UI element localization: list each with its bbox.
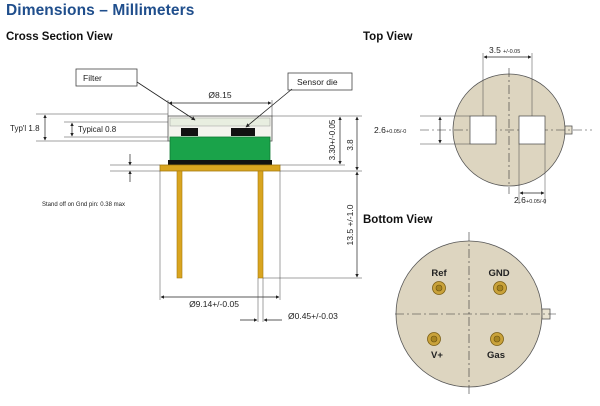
pin-label-ref: Ref (431, 268, 447, 279)
sensor-die-leader (245, 88, 293, 128)
window-spacing-label: 3.5 (489, 45, 501, 55)
typical-gap-label: Typical 0.8 (78, 125, 117, 134)
header-base (168, 160, 272, 166)
standoff-label: Stand off on Gnd pin: 0.38 max (42, 202, 125, 208)
top-view-heading: Top View (363, 31, 413, 43)
pin-label-gnd: GND (488, 268, 509, 279)
filter-label: Filter (83, 73, 102, 83)
pin-pad-gas (490, 332, 504, 346)
page-title: Dimensions – Millimeters (6, 2, 195, 19)
total-height-label: 3.8 (346, 139, 355, 151)
pin-label-vplus: V+ (431, 350, 443, 361)
pin-right (257, 170, 264, 279)
bottom-view: Ref GND V+ Gas (395, 232, 556, 396)
top-view-window-left (469, 115, 497, 145)
top-view-window-right (518, 115, 546, 145)
pin-pad-vplus (427, 332, 441, 346)
sensor-die-callout-box (287, 72, 353, 91)
top-view: 3.5 +/-0.05 2.6 +0.05/-0 2.6 +0.05/-0 (374, 45, 592, 205)
pin-pad-gnd (493, 281, 507, 295)
window-size-right-label: 2.6 (514, 195, 526, 205)
window-size-left-label: 2.6 (374, 125, 386, 135)
window-size-left-tol: +0.05/-0 (386, 129, 406, 135)
window-spacing-tol: +/-0.05 (503, 49, 520, 55)
cap-diameter-label: Ø8.15 (208, 90, 231, 100)
pin-pad-ref (432, 281, 446, 295)
sensor-die-left (181, 128, 198, 136)
cross-section-heading: Cross Section View (6, 31, 113, 43)
window-size-right-tol: +0.05/-0 (526, 199, 546, 205)
pin-diameter-label: Ø0.45+/-0.03 (288, 311, 338, 321)
filter-leader (136, 81, 196, 121)
typ-height-label: Typ'l 1.8 (10, 124, 40, 133)
circuit-board (169, 136, 271, 162)
sensor-die-label: Sensor die (297, 77, 338, 87)
flange (159, 164, 281, 172)
flange-diameter-label: Ø9.14+/-0.05 (189, 299, 239, 309)
cross-section-view: Filter Sensor die Ø8.15 Typ'l 1.8 Typica… (10, 68, 362, 322)
pin-label-gas: Gas (487, 350, 505, 361)
filter-callout-box (75, 68, 138, 87)
pin-left (176, 170, 183, 279)
pin-length-label: 13.5 +/-1.0 (345, 204, 355, 245)
sensor-die-right (231, 128, 255, 136)
bottom-view-heading: Bottom View (363, 214, 433, 226)
body-height-label: 3.30+/-0.05 (328, 119, 337, 160)
